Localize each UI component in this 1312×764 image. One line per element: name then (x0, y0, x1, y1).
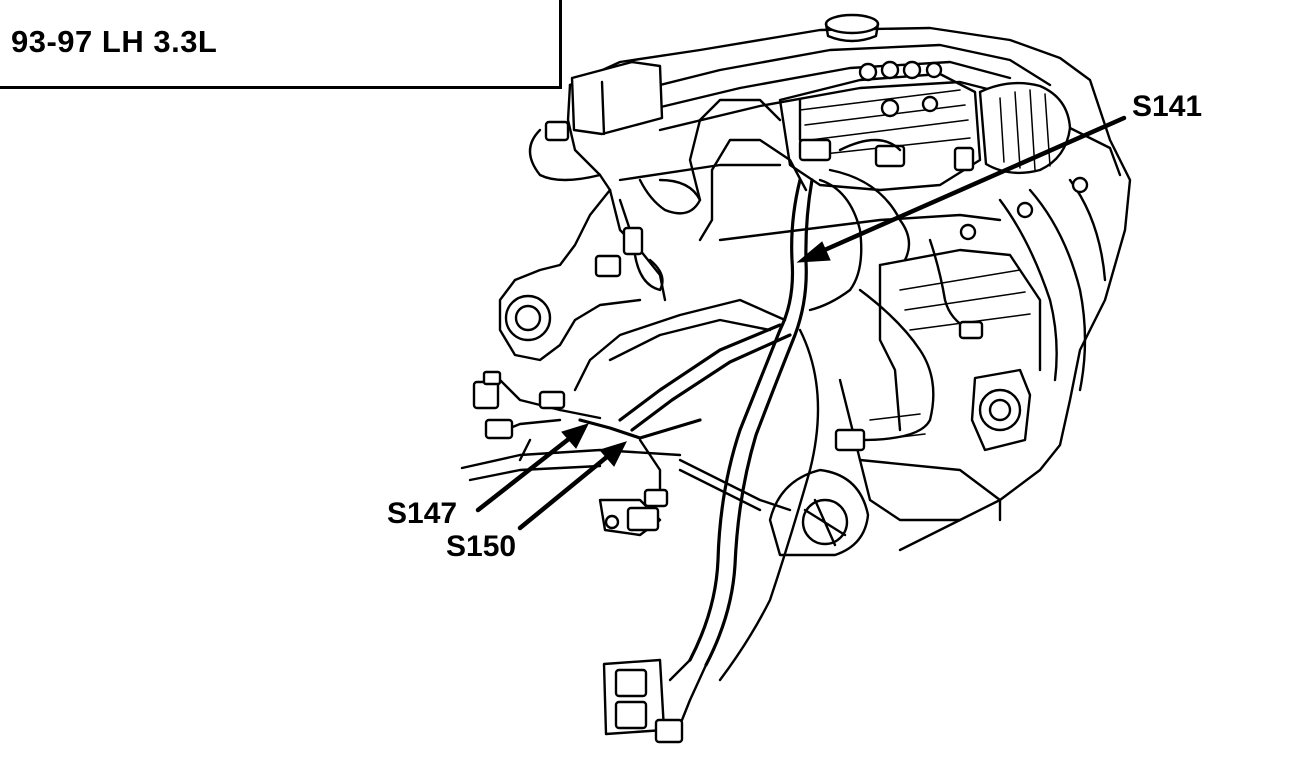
diagram-title: 93-97 LH 3.3L (11, 24, 218, 59)
engine-block (460, 13, 1132, 557)
callout-arrow-s141 (796, 115, 1127, 263)
callout-arrow-s150 (517, 441, 627, 531)
callout-arrow-s147 (475, 423, 589, 513)
title-box: 93-97 LH 3.3L (0, 0, 562, 89)
wiring-harness (472, 98, 984, 744)
callout-label-s147: S147 (387, 497, 458, 530)
callout-label-s141: S141 (1132, 90, 1203, 123)
callout-label-s150: S150 (446, 530, 517, 563)
